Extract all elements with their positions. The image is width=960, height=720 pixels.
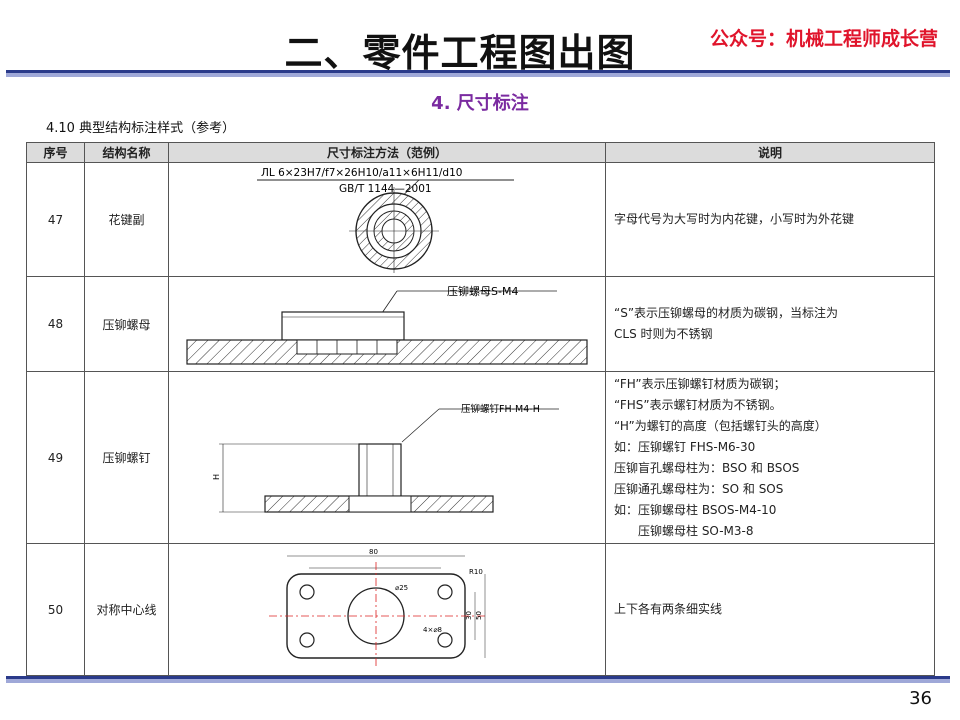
description-cell: “FH”表示压铆螺钉材质为碳钢； “FHS”表示螺钉材质为不锈钢。 “H”为螺钉…	[605, 371, 935, 544]
brand-label: 公众号：机械工程师成长营	[709, 28, 938, 50]
description-line: 字母代号为大写时为内花键，小写时为外花键	[614, 212, 855, 226]
structure-name: 压铆螺母	[84, 276, 169, 372]
spline-standard-text: GB/T 1144—2001	[339, 183, 432, 195]
description-line: 如：压铆螺母柱 BSOS-M4-10	[614, 502, 777, 517]
row-number: 50	[26, 543, 85, 676]
table-caption: 4.10 典型结构标注样式（参考）	[46, 121, 236, 136]
description-line: “FH”表示压铆螺钉材质为碳钢；	[614, 376, 786, 391]
structure-name: 对称中心线	[84, 543, 169, 676]
table-header-row: 序号 结构名称 尺寸标注方法（范例） 说明	[26, 142, 935, 163]
height-dim-label: H	[212, 474, 221, 480]
col-header-no: 序号	[26, 142, 85, 163]
table-row: 47 花键副 ЛL 6×23H7/f7×26H10/a11×6H11/d10 G…	[26, 162, 935, 277]
table-row: 50 对称中心线 80 R10 ⌀25 4×⌀8	[26, 543, 935, 676]
page-number: 36	[909, 688, 932, 709]
description-cell: 字母代号为大写时为内花键，小写时为外花键	[605, 162, 935, 277]
description-line: 压铆螺母柱 SO-M3-8	[614, 523, 754, 538]
page-title: 二、零件工程图出图	[284, 31, 636, 75]
spline-figure: ЛL 6×23H7/f7×26H10/a11×6H11/d10 GB/T 114…	[168, 162, 606, 277]
description-line: 上下各有两条细实线	[614, 602, 723, 616]
press-screw-figure: 压铆螺钉FH-M4-H H	[168, 371, 606, 544]
col-header-name: 结构名称	[84, 142, 169, 163]
hole-dim-label: ⌀25	[395, 584, 408, 592]
h2-dim-label: 30	[465, 611, 473, 620]
footer-divider	[6, 676, 950, 683]
structure-name: 花键副	[84, 162, 169, 277]
col-header-desc: 说明	[605, 142, 935, 163]
description-line: 如：压铆螺钉 FHS-M6-30	[614, 439, 756, 454]
press-nut-label: 压铆螺母S-M4	[447, 284, 518, 298]
press-screw-label: 压铆螺钉FH-M4-H	[461, 403, 540, 415]
row-number: 49	[26, 371, 85, 544]
table-row: 49 压铆螺钉 压铆螺钉FH-M4-H	[26, 371, 935, 544]
header-divider	[6, 70, 950, 77]
small-hole-dim-label: 4×⌀8	[423, 626, 442, 634]
annotation-table: 序号 结构名称 尺寸标注方法（范例） 说明 47 花键副 ЛL 6×23H7/f…	[26, 142, 935, 676]
h1-dim-label: 50	[475, 611, 483, 620]
row-number: 48	[26, 276, 85, 372]
col-header-method: 尺寸标注方法（范例）	[168, 142, 606, 163]
structure-name: 压铆螺钉	[84, 371, 169, 544]
description-line: “S”表示压铆螺母的材质为碳钢，当标注为	[614, 306, 839, 320]
description-line: CLS 时则为不锈钢	[614, 327, 713, 341]
section-heading: 4. 尺寸标注	[431, 93, 529, 114]
description-line: 压铆盲孔螺母柱为：BSO 和 BSOS	[614, 460, 800, 475]
description-line: “FHS”表示螺钉材质为不锈钢。	[614, 397, 782, 412]
description-cell: “S”表示压铆螺母的材质为碳钢，当标注为 CLS 时则为不锈钢	[605, 276, 935, 372]
centerline-figure: 80 R10 ⌀25 4×⌀8 50 30	[168, 543, 606, 676]
width-dim-label: 80	[369, 548, 378, 556]
spline-spec-text: ЛL 6×23H7/f7×26H10/a11×6H11/d10	[261, 167, 462, 179]
description-line: “H”为螺钉的高度（包括螺钉头的高度）	[614, 418, 827, 433]
radius-dim-label: R10	[469, 568, 483, 576]
row-number: 47	[26, 162, 85, 277]
press-nut-figure: 压铆螺母S-M4	[168, 276, 606, 372]
description-cell: 上下各有两条细实线	[605, 543, 935, 676]
description-line: 压铆通孔螺母柱为：SO 和 SOS	[614, 481, 784, 496]
table-row: 48 压铆螺母 压铆螺母S-M4	[26, 276, 935, 372]
